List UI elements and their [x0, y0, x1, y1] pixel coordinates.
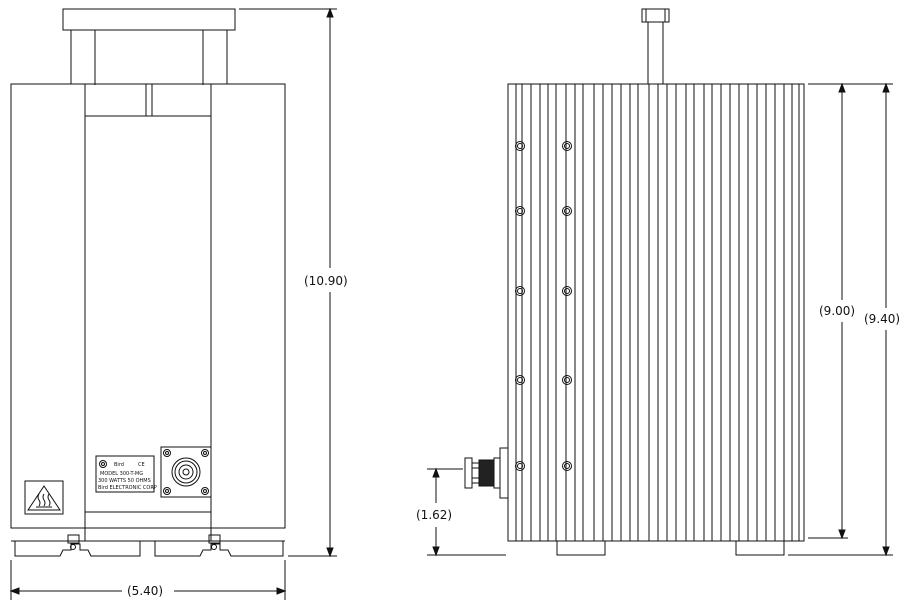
mounting-bolts — [515, 141, 572, 471]
bnc-connector-icon — [464, 447, 509, 499]
bolt-icon — [515, 286, 525, 296]
bolt-icon — [562, 141, 572, 151]
small-line: Bird ELECTRONIC CORP — [98, 485, 157, 491]
front-height-dimension — [239, 7, 337, 558]
brand-logo-icon — [99, 460, 107, 468]
connector-height-dimension — [427, 467, 506, 557]
top-block-left — [84, 83, 147, 117]
front-body — [10, 83, 286, 529]
body-height-dimension — [788, 82, 893, 557]
bolt-icon — [515, 375, 525, 385]
side-foot-left — [556, 540, 606, 556]
hot-surface-warning-icon — [24, 480, 64, 515]
top-block-right — [151, 83, 212, 117]
rating-line: 300 WATTS 50 OHMS — [98, 478, 151, 484]
fin-height-label: (9.00) — [819, 304, 855, 318]
fin-height-dimension — [808, 82, 848, 540]
side-foot-right — [735, 540, 785, 556]
ce-mark: CE — [138, 462, 145, 468]
front-height-label: (10.90) — [304, 274, 348, 288]
bolt-icon — [562, 206, 572, 216]
bolt-icon — [515, 461, 525, 471]
front-view: Bird CE MODEL 300-T-MG 300 WATTS 50 OHMS… — [9, 7, 348, 600]
bolt-icon — [515, 206, 525, 216]
rf-connector-icon — [160, 446, 212, 498]
side-body — [507, 83, 805, 542]
body-height-label: (9.40) — [864, 312, 900, 326]
bolt-icon — [562, 286, 572, 296]
front-width-label: (5.40) — [127, 584, 163, 598]
side-view: (1.62) (9.00) (9.40) — [416, 8, 900, 557]
bolt-icon — [562, 461, 572, 471]
brand-text: Bird — [114, 462, 124, 468]
bolt-icon — [562, 375, 572, 385]
model-line: MODEL 300-T-MG — [100, 471, 143, 477]
side-handle — [641, 8, 670, 84]
nameplate: Bird CE MODEL 300-T-MG 300 WATTS 50 OHMS… — [95, 455, 157, 493]
bolt-icon — [515, 141, 525, 151]
cooling-fins — [515, 84, 800, 541]
front-base — [11, 534, 285, 557]
front-width-dimension — [9, 560, 287, 600]
connector-height-label: (1.62) — [416, 508, 452, 522]
handle — [62, 8, 236, 85]
